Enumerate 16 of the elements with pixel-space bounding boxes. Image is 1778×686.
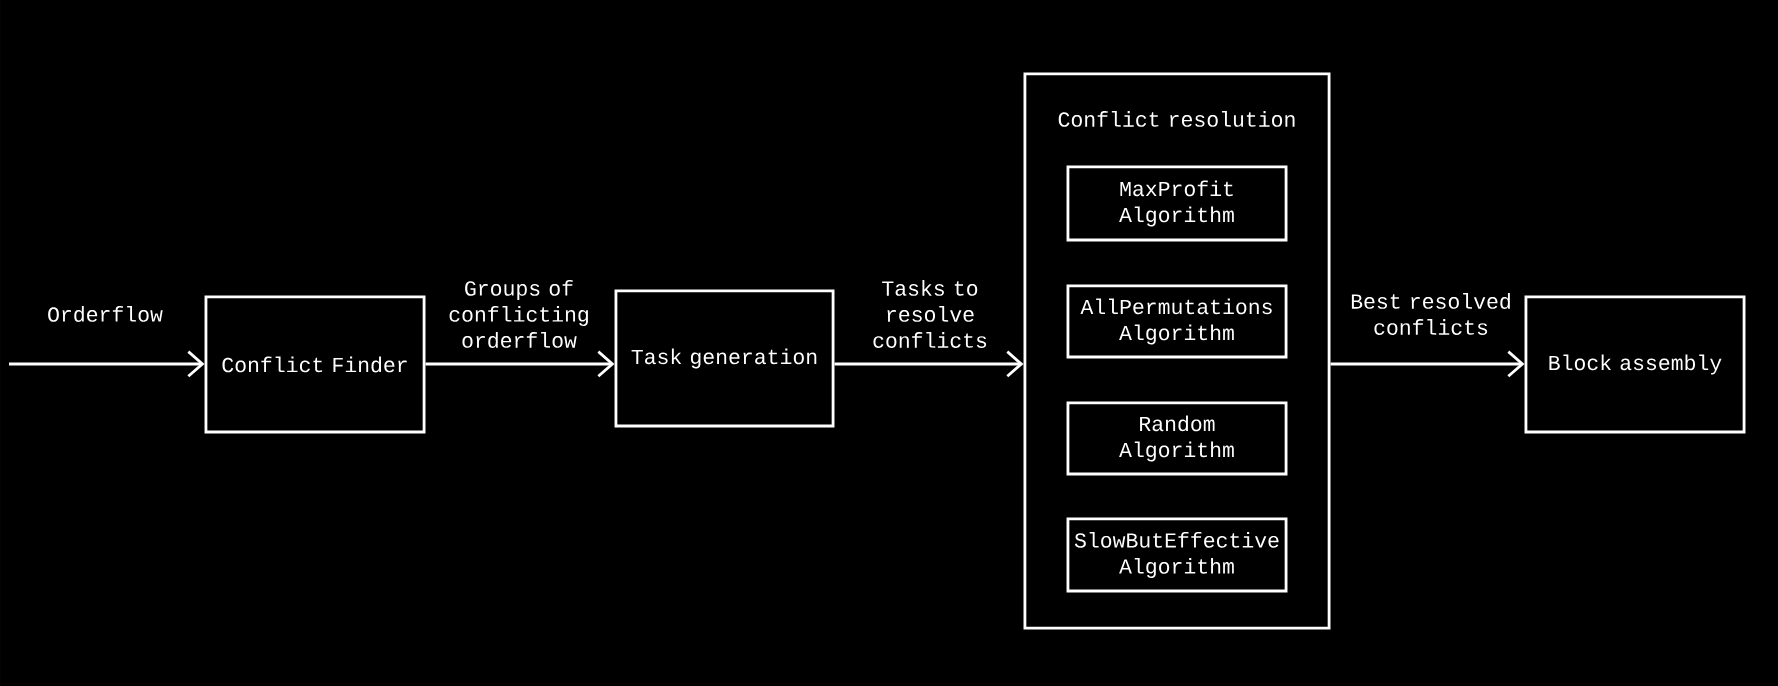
heading: Conflict resolution (1058, 111, 1295, 127)
process-box: MaxProfit Algorithm (1066, 165, 1288, 242)
edge-label: Tasks to resolve conflicts (873, 280, 987, 348)
edge-label: Groups of conflicting orderflow (449, 280, 588, 348)
process-box: Random Algorithm (1066, 401, 1288, 476)
arrow (1330, 350, 1525, 378)
arrow (425, 350, 615, 378)
process-box: Task generation (614, 289, 835, 428)
process-box: AllPermutations Algorithm (1066, 284, 1288, 359)
edge-label: Orderflow (48, 306, 163, 322)
arrow (9, 350, 205, 378)
edge-label: Best resolved conflicts (1351, 293, 1510, 335)
process-box: SlowButEffective Algorithm (1066, 517, 1288, 593)
arrow (834, 350, 1024, 378)
process-box: Conflict Finder (204, 295, 426, 434)
process-box: Block assembly (1524, 295, 1746, 434)
